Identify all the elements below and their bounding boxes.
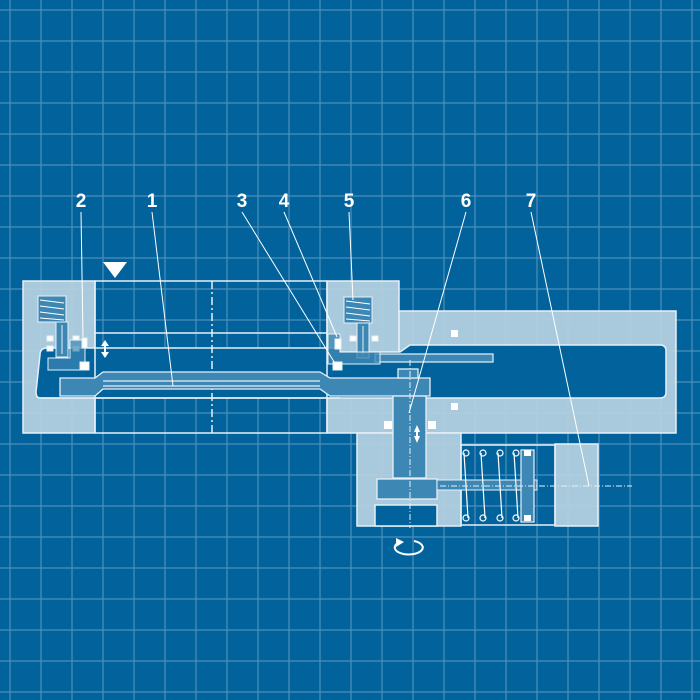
right-plunger-assembly xyxy=(327,296,381,371)
callout-label-1: 1 xyxy=(146,191,158,212)
rotation-icon xyxy=(393,538,424,556)
surface-marker-icon xyxy=(103,262,127,278)
extension-plate xyxy=(374,353,494,363)
callout-label-7: 7 xyxy=(525,191,537,212)
callout-label-4: 4 xyxy=(278,191,290,212)
callout-label-5: 5 xyxy=(343,191,355,212)
disc-outline xyxy=(40,280,340,434)
compression-spring xyxy=(440,449,632,523)
callout-leaders xyxy=(80,211,590,487)
callout-label-2: 2 xyxy=(75,191,87,212)
shaft-motion-icon xyxy=(414,425,420,443)
shaft-assembly xyxy=(376,330,538,528)
linear-motion-icon xyxy=(101,340,109,358)
lever-plate xyxy=(59,371,431,397)
left-plunger-assembly xyxy=(37,295,90,371)
callout-label-3: 3 xyxy=(236,191,248,212)
callout-label-6: 6 xyxy=(460,191,472,212)
